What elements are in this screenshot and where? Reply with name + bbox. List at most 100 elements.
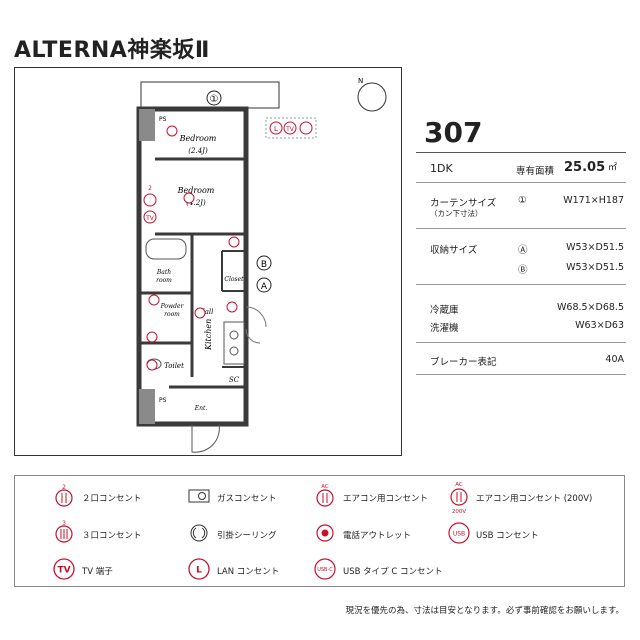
svg-text:2: 2 [62, 484, 66, 491]
powder-label2: room [164, 311, 180, 318]
lan-outlet-icon [269, 121, 283, 135]
outlet-2-icon [194, 307, 206, 319]
breaker-label: ブレーカー表記 [430, 357, 497, 368]
curtain-sub-label: （カン下寸法） [430, 209, 483, 218]
svg-text:AC: AC [321, 484, 329, 490]
tv-terminal-icon [143, 210, 157, 224]
storage-value-b: W53×D51.5 [566, 262, 624, 273]
fridge-value: W68.5×D68.5 [557, 302, 624, 313]
gas-outlet-icon [188, 489, 210, 503]
bath-label2: room [156, 277, 172, 284]
legend-frame [14, 475, 625, 587]
kitchen-counter [223, 321, 245, 365]
storage-marker-a-text: Ⓐ [518, 245, 528, 256]
tv-symbol: TV [145, 215, 155, 222]
outlet-2-icon [148, 294, 160, 306]
outlet-2-icon [143, 193, 157, 207]
area-value: 25.05 [564, 160, 606, 175]
storage-marker-b-label: B [261, 260, 267, 270]
storage-label: 収納サイズ [430, 245, 478, 256]
curtain-marker-label: ① [210, 94, 219, 105]
curtain-label: カーテンサイズ [430, 198, 497, 209]
north-label: N [358, 77, 363, 85]
legend-phone-label: 電話アウトレット [343, 531, 412, 541]
legend-outlet-2-label: ２口コンセント [82, 494, 142, 504]
bedroom1-size: (2.4J) [188, 147, 208, 155]
outlet-2-icon [146, 331, 158, 343]
outlet-count: 2 [148, 185, 152, 192]
floor-plan-type: 1DK [430, 162, 453, 175]
floor-plan-frame [14, 67, 402, 456]
storage-marker-a [256, 277, 272, 293]
storage-marker-a-label: A [261, 282, 268, 292]
bedroom2-label: Bedroom [177, 186, 215, 195]
breaker-value: 40A [605, 354, 624, 365]
entrance-door [191, 423, 220, 453]
bath-label: Bath [156, 269, 171, 276]
kitchen-label: Kitchen [204, 319, 213, 351]
storage-value-a: W53×D51.5 [566, 242, 624, 253]
tv-terminal-icon [283, 121, 297, 135]
outlet-2-icon [183, 192, 195, 204]
fridge-label: 冷蔵庫 [430, 305, 459, 316]
phone-outlet-icon [316, 524, 334, 542]
washer-label: 洗濯機 [430, 323, 459, 334]
legend-gas-label: ガスコンセント [217, 494, 277, 504]
room-number: 307 [424, 116, 483, 149]
outlet-3-icon: 3 [55, 520, 73, 543]
building-name: ALTERNA神楽坂Ⅱ [14, 38, 210, 63]
storage-marker-b [256, 255, 272, 271]
closet-label: Closet [224, 276, 244, 283]
outlet-2-icon [226, 301, 238, 313]
bedroom2-size: (4.2J) [186, 199, 206, 207]
usb-outlet-icon: USB [448, 522, 470, 544]
ceiling-hook-icon [190, 524, 208, 542]
svg-text:L: L [196, 566, 202, 576]
legend-usb-label: USB コンセント [476, 531, 539, 541]
toilet-label: Toilet [164, 362, 184, 370]
svg-text:TV: TV [57, 566, 70, 576]
svg-text:AC: AC [455, 482, 463, 488]
bedroom1-label: Bedroom [179, 134, 217, 143]
area-label: 専有面積 [516, 166, 555, 177]
svg-text:200V: 200V [452, 509, 466, 515]
outlet-2-icon [228, 236, 240, 248]
area-unit: ㎡ [608, 163, 618, 173]
ac-outlet-icon: AC [316, 484, 334, 507]
hall-label: Hall [198, 308, 214, 316]
ps-label-bottom: PS [159, 397, 167, 404]
bathtub [145, 238, 187, 260]
legend-ac-200v-label: エアコン用コンセント (200V) [476, 494, 593, 504]
lan-symbol: L [274, 125, 278, 133]
column-block [139, 109, 155, 141]
curtain-marker: ① [518, 195, 527, 206]
svg-text:USB-C: USB-C [317, 567, 333, 573]
column-block [139, 389, 155, 424]
outlet-2-icon: 2 [55, 484, 73, 507]
legend-ceiling-label: 引掛シーリング [217, 531, 277, 541]
outlet-2-icon [299, 121, 313, 135]
outlet-2-icon [146, 359, 158, 371]
legend-outlet-3-label: ３口コンセント [82, 531, 142, 541]
curtain-value: W171×H187 [563, 195, 624, 206]
legend-tv-label: TV 端子 [82, 567, 113, 577]
legend-usb-c-label: USB タイプ C コンセント [343, 567, 443, 577]
usb-c-outlet-icon: USB-C [314, 558, 336, 580]
svg-text:3: 3 [62, 520, 66, 527]
curtain-marker-1 [206, 90, 222, 106]
floor-plan: ① PS Bedroom (2.4J) Bedroom (4.2J) Bath … [136, 77, 387, 453]
ps-label: PS [159, 116, 167, 123]
outlet-2-icon [166, 125, 178, 137]
sc-label: SC [229, 376, 240, 384]
entrance-label: Ent. [194, 405, 208, 412]
north-arrow-icon: N [357, 77, 387, 112]
ac-outlet-200v-icon: AC 200V [450, 482, 468, 515]
washer-value: W63×D63 [575, 320, 624, 331]
storage-marker-b-text: Ⓑ [518, 265, 528, 276]
legend-lan-label: LAN コンセント [217, 567, 280, 577]
tv-symbol: TV [285, 126, 295, 133]
legend-ac-label: エアコン用コンセント [343, 494, 429, 504]
svg-text:USB: USB [453, 531, 465, 538]
lan-outlet-icon: L [188, 558, 210, 580]
disclaimer-note: 現況を優先の為、寸法は目安となります。必ず事前確認をお願いします。 [345, 606, 624, 616]
